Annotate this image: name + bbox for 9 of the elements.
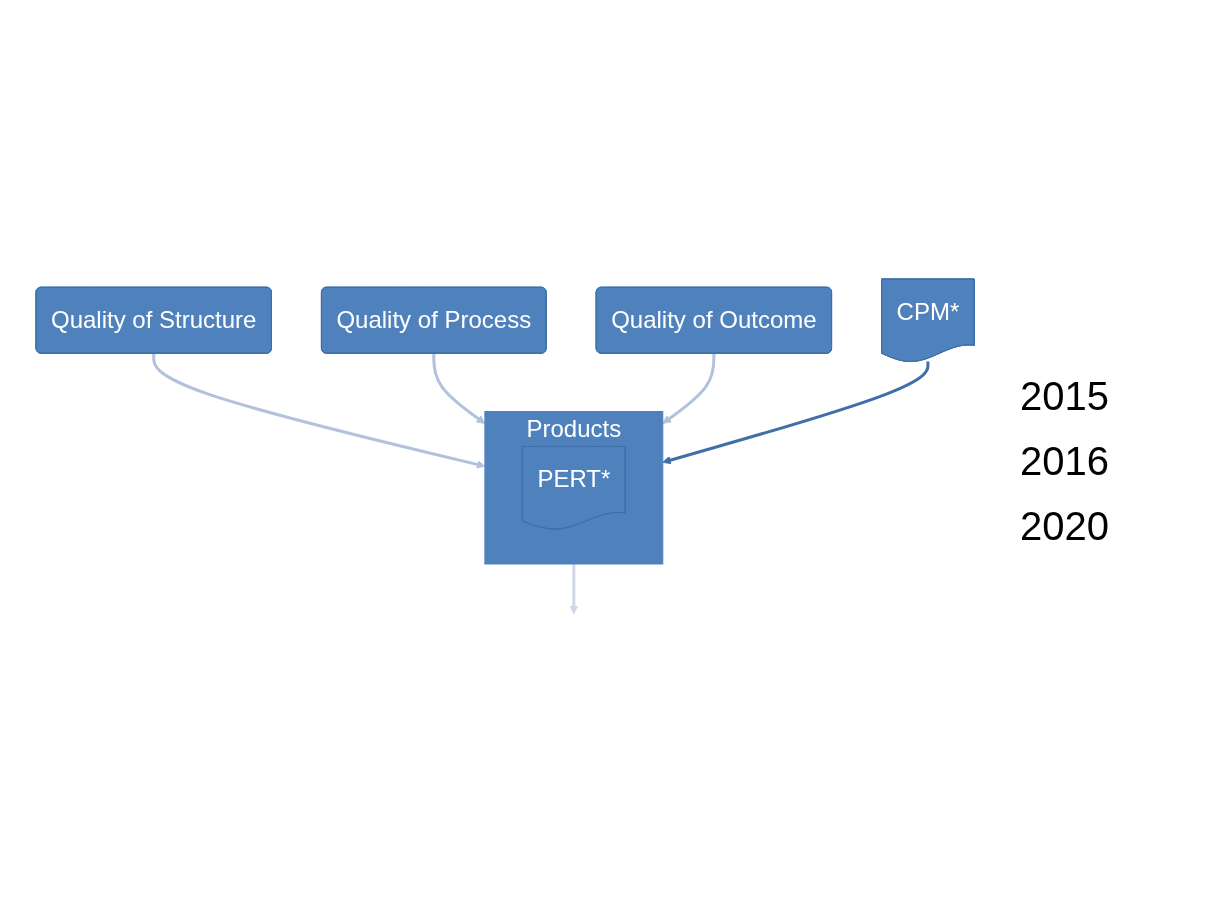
arrow xyxy=(662,352,716,424)
year-label: 2015 xyxy=(1020,373,1110,419)
arrow xyxy=(569,563,579,614)
node-text: PERT* xyxy=(537,464,611,492)
arrow xyxy=(152,352,486,469)
arrow xyxy=(432,352,486,424)
arrow xyxy=(662,361,930,464)
year-label: 2020 xyxy=(1020,503,1110,549)
year-label: 2016 xyxy=(1020,438,1110,484)
